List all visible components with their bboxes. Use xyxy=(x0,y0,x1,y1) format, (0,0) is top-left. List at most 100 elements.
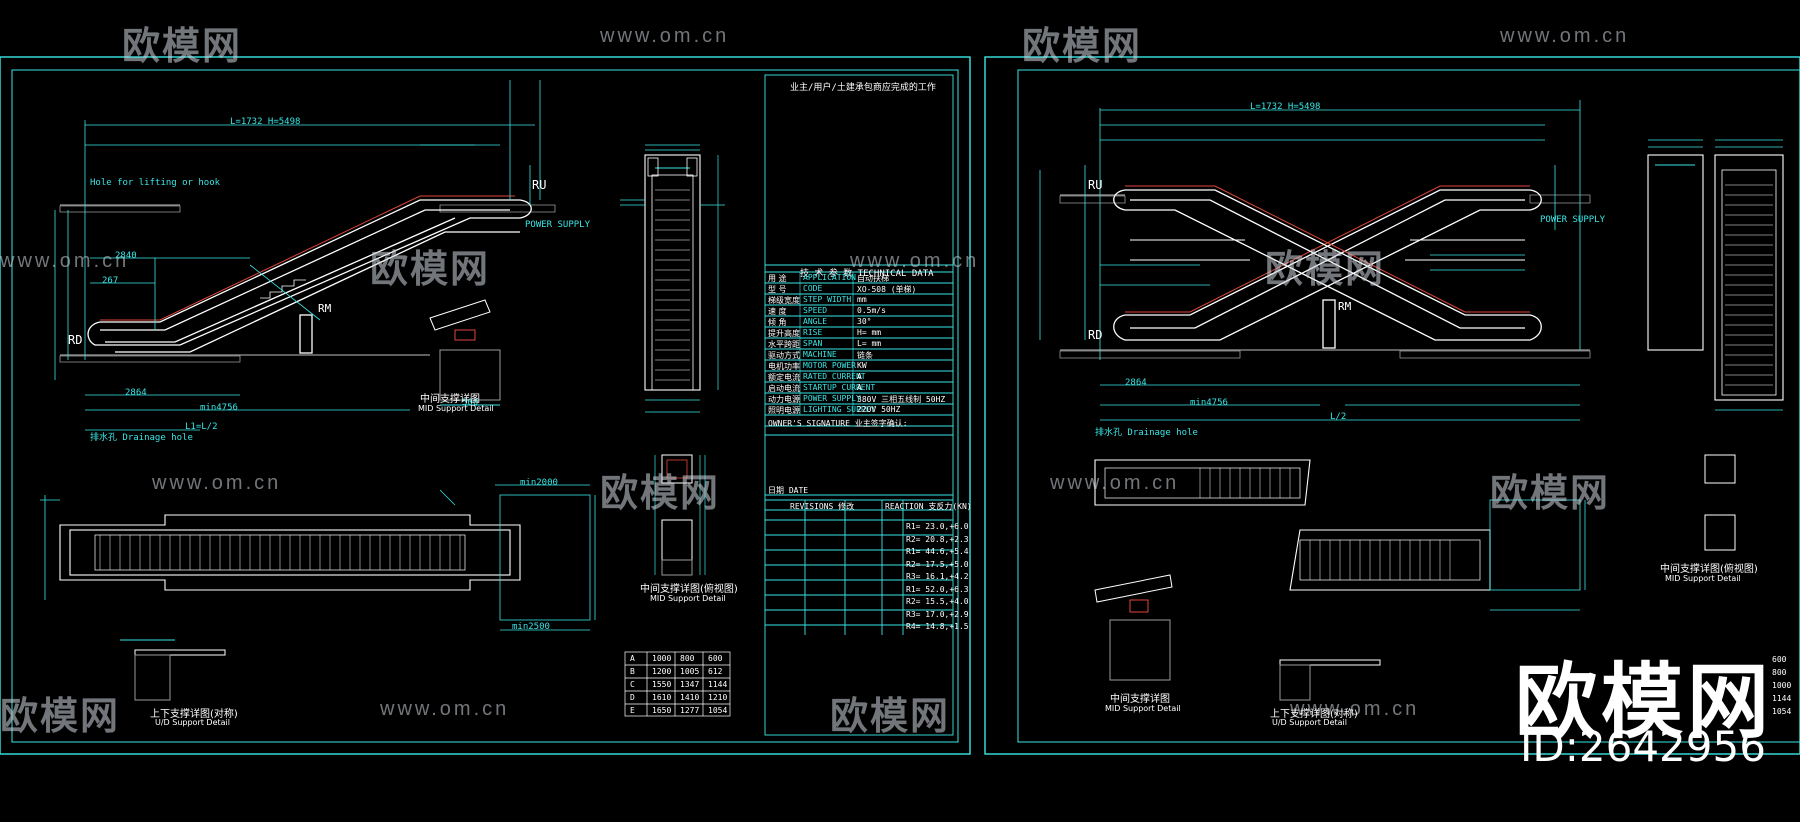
tech-row-value: XO-508 (单梯) xyxy=(857,285,917,294)
right-dim-table-cell: 600 xyxy=(1772,655,1787,664)
reaction-row: R1= 52.0,+6.3 xyxy=(906,584,969,594)
tech-data-table xyxy=(764,74,954,736)
dim-table-cell: 1144 xyxy=(708,680,728,689)
tech-row-cn: 额定电流 xyxy=(768,373,800,382)
reaction-row: R3= 17.0,+2.9 xyxy=(906,609,969,619)
tech-row-en: STARTUP CURRENT xyxy=(803,383,876,392)
right-mid-support xyxy=(1094,454,1736,681)
dim-l2: L1=L/2 xyxy=(185,422,218,432)
tech-row-cn: 型 号 xyxy=(768,285,787,294)
right-plan-view-upper xyxy=(1094,459,1311,506)
dim-table-cell: 600 xyxy=(708,654,723,663)
dim-table-cell: 800 xyxy=(680,654,695,663)
tech-row-en: POWER SUPPLY xyxy=(803,394,861,403)
tech-row-cn: 梯级宽度 xyxy=(768,296,800,305)
dim-table-cell: B xyxy=(630,667,635,676)
dim-table-cell: 1277 xyxy=(680,706,700,715)
watermark-brand: 欧模网 xyxy=(1022,26,1143,68)
right-dim-l2: L/2 xyxy=(1330,412,1347,422)
reactions-label: REACTION 支反力(KN) xyxy=(885,502,972,511)
mid-support-caption: 中间支撑详图 xyxy=(420,394,480,405)
power-supply: POWER SUPPLY xyxy=(525,220,591,230)
hook-note: Hole for lifting or hook xyxy=(90,178,221,188)
owner-signature: OWNER'S SIGNATURE 业主签字确认: xyxy=(768,419,908,428)
reaction-row: R2= 20.8,+2.3 xyxy=(906,534,969,544)
watermark-brand: 欧模网 xyxy=(1265,249,1386,291)
tech-row-cn: 速 度 xyxy=(768,307,787,316)
right-escalator-crossing xyxy=(1059,185,1591,359)
right-label-rm: RM xyxy=(1338,300,1352,313)
watermark-url: www.om.cn xyxy=(600,25,730,47)
tech-row-value: 380V 三相五线制 50HZ xyxy=(857,395,946,404)
dim-500: 500 xyxy=(462,398,479,408)
watermark-url: www.om.cn xyxy=(0,250,130,272)
tech-row-cn: 电机功率 xyxy=(768,362,800,371)
dim-l: L=1732 H=5498 xyxy=(230,117,301,127)
date-label: 日期 DATE xyxy=(768,486,809,495)
tech-row-en: STEP WIDTH xyxy=(803,295,852,304)
right-mid-support-caption-en: MID Support Detail xyxy=(1105,704,1181,713)
drainage-note: 排水孔 Drainage hole xyxy=(90,433,193,443)
dim-table-cell: E xyxy=(630,706,635,715)
left-mid-support-detail xyxy=(429,299,501,406)
tech-row-cn: 用 途 xyxy=(768,274,787,283)
dim-267: 267 xyxy=(102,276,119,286)
tech-row-en: CODE xyxy=(803,284,823,293)
tech-row-cn: 照明电源 xyxy=(768,406,800,415)
left-dimensions xyxy=(54,80,541,431)
dim-table-cell: 1054 xyxy=(708,706,728,715)
reaction-row: R4= 14.8,+1.5 xyxy=(906,622,969,631)
left-sheet-frame xyxy=(0,56,971,755)
dim-table-cell: 1410 xyxy=(680,693,700,702)
dim-min: min4756 xyxy=(200,403,238,413)
watermark-url: www.om.cn xyxy=(850,250,980,272)
tech-row-cn: 提升高度 xyxy=(768,329,800,338)
watermark-url: www.om.cn xyxy=(152,472,282,494)
dim-table-cell: 1200 xyxy=(652,667,672,676)
tech-row-value: 30° xyxy=(857,317,872,326)
tech-row-cn: 水平跨距 xyxy=(768,340,800,349)
left-mid-support-top xyxy=(661,454,693,576)
label-rm: RM xyxy=(318,302,332,315)
right-label-rd: RD xyxy=(1088,328,1103,342)
tech-row-value: 链条 xyxy=(857,351,873,360)
right-dim-l: L=1732 H=5498 xyxy=(1250,102,1321,112)
right-ud-support xyxy=(1279,659,1381,701)
right-dim-table-cell: 1144 xyxy=(1772,694,1792,703)
reaction-row: R2= 17.5,+5.0 xyxy=(906,559,969,569)
right-ud-support-caption-en: U/D Support Detail xyxy=(1272,718,1347,727)
ud-support-caption: 上下支撑详图(对称) xyxy=(150,709,238,720)
dim-table-cell: 1650 xyxy=(652,706,672,715)
tech-row-value: mm xyxy=(857,295,867,304)
mid-support2-caption-en: MID Support Detail xyxy=(650,594,726,603)
watermark-brand: 欧模网 xyxy=(122,26,243,68)
reaction-row: R1= 23.0,+6.0 xyxy=(906,522,969,531)
watermark-brand: 欧模网 xyxy=(1490,473,1611,515)
tech-title: 技 术 参 数 TECHNICAL DATA xyxy=(800,269,934,279)
right-mid-support2-caption-en: MID Support Detail xyxy=(1665,574,1741,583)
watermark-url: www.om.cn xyxy=(1290,698,1420,720)
left-side-section xyxy=(644,154,701,391)
right-sheet-frame xyxy=(984,56,1800,755)
left-escalator-elevation xyxy=(59,195,556,363)
right-mid-support-caption: 中间支撑详图 xyxy=(1110,694,1170,705)
dim-min2000: min2000 xyxy=(520,478,558,488)
dim-table-cell: 1610 xyxy=(652,693,672,702)
dim-table-cell: A xyxy=(630,654,635,663)
right-dimensions xyxy=(1039,100,1581,421)
dim-table-grid xyxy=(624,651,731,717)
tech-row-value: 220V 50HZ xyxy=(857,405,901,414)
tech-row-en: SPAN xyxy=(803,339,823,348)
revisions-label: REVISIONS 修改 xyxy=(790,502,855,511)
tech-row-value: H= mm xyxy=(857,328,882,337)
dim-table-cell: 1550 xyxy=(652,680,672,689)
right-dim-table-cell: 1000 xyxy=(1772,681,1792,690)
dim-min2500: min2500 xyxy=(512,622,550,632)
tech-row-en: SPEED xyxy=(803,306,828,315)
dim-table-cell: C xyxy=(630,680,635,689)
tech-row-cn: 驱动方式 xyxy=(768,351,800,360)
watermark-brand: 欧模网 xyxy=(600,473,721,515)
tech-row-value: A xyxy=(857,372,862,381)
right-dim-2864: 2864 xyxy=(1125,378,1147,388)
left-ud-support xyxy=(120,639,226,701)
